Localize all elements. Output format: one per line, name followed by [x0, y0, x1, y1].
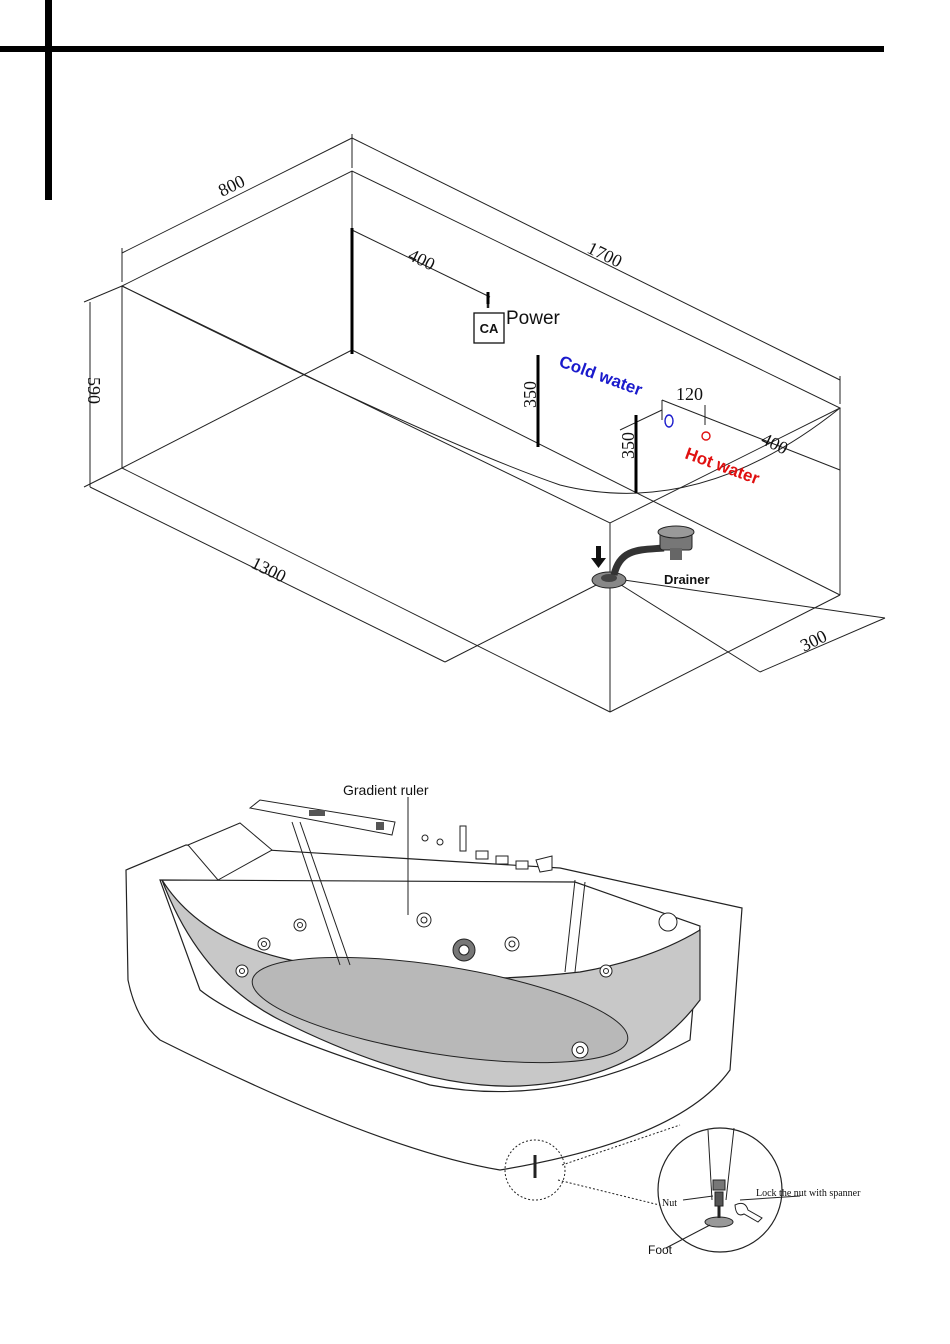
faucet-controls — [422, 826, 552, 872]
dim-1300: 1300 — [248, 553, 289, 587]
hot-water-label: Hot water — [683, 444, 763, 488]
cold-water-label: Cold water — [557, 352, 646, 400]
spanner-icon — [735, 1203, 762, 1222]
dim-120: 120 — [676, 384, 703, 404]
dim-300: 300 — [797, 626, 830, 656]
dim-400-water: 400 — [758, 429, 791, 459]
lock-nut-label: Lock the nut with spanner — [756, 1188, 861, 1199]
dim-1700: 1700 — [584, 238, 625, 272]
foot-callout-small — [505, 1140, 565, 1200]
dim-350-power: 350 — [520, 381, 540, 408]
svg-text:CA: CA — [480, 321, 499, 336]
dimension-diagram: CA 800 1700 400 590 350 350 120 400 1300… — [0, 0, 950, 730]
ce-junction-box-icon: CA — [474, 313, 504, 343]
hot-water-inlet — [702, 432, 710, 440]
tub-basin — [245, 937, 634, 1083]
power-label: Power — [506, 308, 561, 329]
glass-panel — [162, 880, 700, 1086]
foot-callout-large — [658, 1128, 782, 1252]
headrest-pillow — [188, 823, 272, 880]
dim-590: 590 — [84, 377, 104, 404]
dim-800: 800 — [215, 171, 248, 201]
gradient-ruler — [250, 797, 408, 915]
down-arrow-icon — [591, 546, 606, 568]
tub-shell — [126, 845, 742, 1170]
drainer-label: Drainer — [664, 572, 710, 587]
foot-label: Foot — [648, 1243, 673, 1257]
nut-label: Nut — [662, 1198, 677, 1209]
dim-350-water: 350 — [618, 432, 638, 459]
cold-water-inlet — [665, 415, 673, 427]
gradient-ruler-label: Gradient ruler — [343, 782, 429, 798]
water-jets — [236, 913, 677, 1058]
